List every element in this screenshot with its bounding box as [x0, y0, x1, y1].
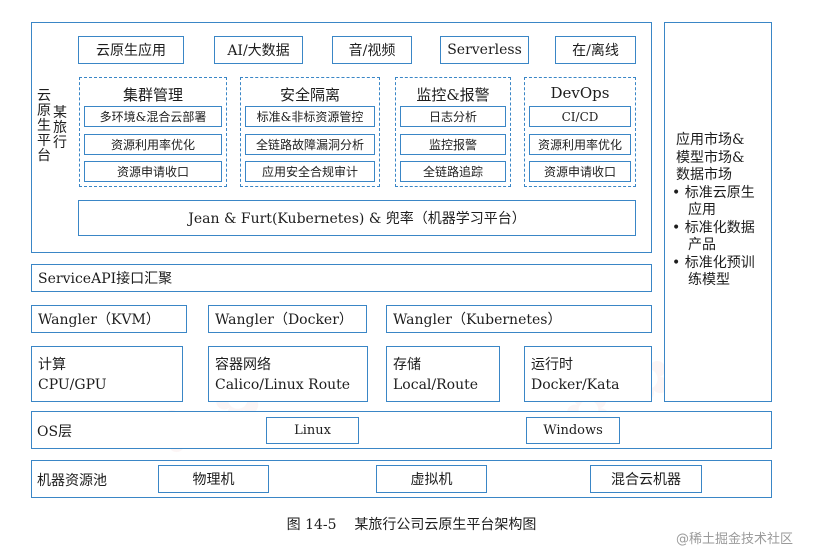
wangler-kubernetes: Wangler（Kubernetes）: [386, 305, 652, 333]
group-title-monitoring-alerting: 监控&报警: [416, 86, 490, 104]
resource-detail: Docker/Kata: [531, 377, 620, 393]
group-item: 资源申请收口: [84, 161, 222, 182]
top-box-serverless: Serverless: [440, 36, 529, 64]
top-box-audio-video: 音/视频: [332, 36, 412, 64]
group-item: 资源利用率优化: [529, 134, 631, 155]
resource-detail: Calico/Linux Route: [215, 377, 351, 393]
group-item: 全链路追踪: [400, 161, 506, 182]
group-cluster-management: [79, 77, 227, 187]
resource-detail: CPU/GPU: [38, 377, 107, 393]
wangler-docker: Wangler（Docker）: [208, 305, 367, 333]
resource-runtime: 运行时 Docker/Kata: [524, 346, 652, 402]
group-title-devops: DevOps: [550, 84, 610, 102]
top-box-online-offline: 在/离线: [555, 36, 636, 64]
machine-hybrid-cloud: 混合云机器: [590, 465, 702, 493]
machine-virtual: 虚拟机: [376, 465, 487, 493]
top-box-ai-bigdata: AI/大数据: [214, 36, 303, 64]
group-security-isolation: [240, 77, 380, 187]
group-title-security-isolation: 安全隔离: [279, 86, 340, 104]
platform-vertical-title: 云原生平台: [37, 88, 51, 164]
machine-physical: 物理机: [158, 465, 269, 493]
service-api-bar: ServiceAPI接口汇聚: [31, 264, 652, 292]
group-item: 全链路故障漏洞分析: [245, 134, 375, 155]
resource-compute: 计算 CPU/GPU: [31, 346, 183, 402]
marketplace-line: 应用市场&: [676, 132, 745, 148]
group-title-cluster-management: 集群管理: [122, 86, 183, 104]
top-box-cloud-native-apps: 云原生应用: [78, 36, 184, 64]
group-item: 多环境&混合云部署: [84, 106, 222, 127]
resource-storage: 存储 Local/Route: [386, 346, 500, 402]
figure-caption: 图 14-5 某旅行公司云原生平台架构图: [286, 517, 537, 533]
marketplace-line: • 标准化数据: [672, 219, 755, 236]
machine-pool-label: 机器资源池: [37, 473, 107, 489]
marketplace-line: 练模型: [688, 272, 730, 288]
kubernetes-ml-platform-bar: Jean & Furt(Kubernetes) & 兜率（机器学习平台）: [78, 200, 636, 236]
resource-title: 计算: [38, 357, 66, 373]
group-item: 监控报警: [400, 134, 506, 155]
group-monitoring-alerting: [395, 77, 511, 187]
group-item: 应用安全合规审计: [245, 161, 375, 182]
marketplace-line: 应用: [688, 202, 716, 218]
resource-title: 运行时: [531, 357, 573, 373]
group-item: 资源申请收口: [529, 161, 631, 182]
marketplace-text: 应用市场& 模型市场& 数据市场 • 标准云原生 应用 • 标准化数据 产品 •…: [666, 132, 770, 290]
resource-detail: Local/Route: [393, 377, 479, 393]
marketplace-panel: [664, 22, 772, 402]
os-linux: Linux: [266, 417, 359, 444]
os-windows: Windows: [526, 417, 620, 444]
wangler-kvm: Wangler（KVM）: [31, 305, 187, 333]
marketplace-line: 产品: [688, 237, 716, 253]
resource-container-network: 容器网络 Calico/Linux Route: [208, 346, 368, 402]
marketplace-line: • 标准化预训: [672, 254, 755, 271]
group-item: CI/CD: [529, 106, 631, 127]
group-devops: [524, 77, 636, 187]
group-item: 标准&非标资源管控: [245, 106, 375, 127]
source-watermark: @稀土掘金技术社区: [676, 532, 794, 547]
marketplace-line: 数据市场: [676, 167, 732, 183]
group-item: 日志分析: [400, 106, 506, 127]
group-item: 资源利用率优化: [84, 134, 222, 155]
marketplace-line: 模型市场&: [676, 149, 745, 166]
platform-vertical-company: 某旅行: [53, 105, 67, 151]
os-layer-bar: [31, 411, 772, 449]
os-layer-label: OS层: [37, 424, 73, 440]
resource-title: 存储: [393, 357, 421, 373]
marketplace-line: • 标准云原生: [672, 184, 755, 201]
resource-title: 容器网络: [215, 357, 271, 373]
